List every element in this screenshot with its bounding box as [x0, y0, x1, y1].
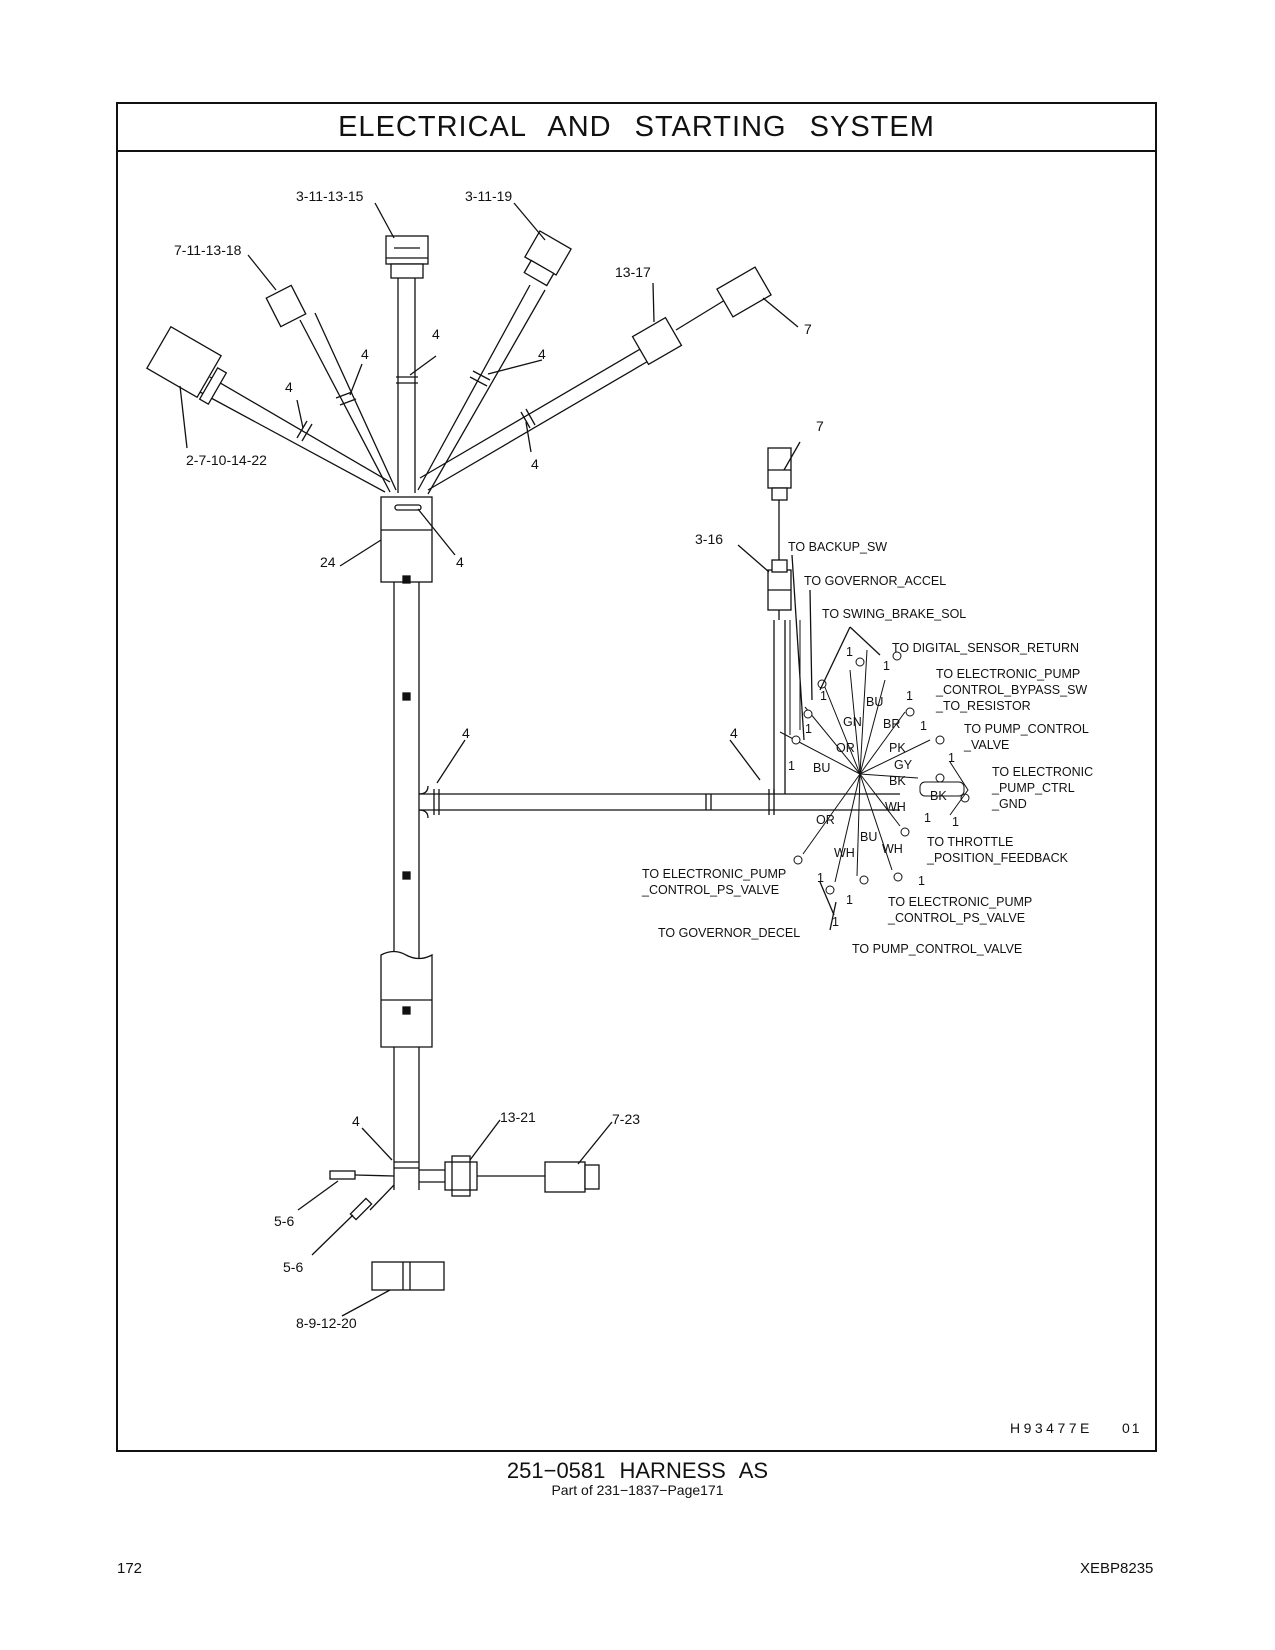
terminal-1: 1 [924, 811, 931, 825]
label-pump-control-valve-bottom: TO PUMP_CONTROL_VALVE [852, 942, 1022, 956]
terminal-1: 1 [832, 915, 839, 929]
terminal-1: 1 [906, 689, 913, 703]
callout-3-11-13-15: 3-11-13-15 [296, 188, 364, 204]
page-number: 172 [117, 1560, 143, 1577]
callout-8-9-12-20: 8-9-12-20 [296, 1315, 357, 1331]
callout-4-center: 4 [432, 326, 440, 342]
wire-color-labels: BU GN BR OR PK BU GY BK BK WH OR BU WH W… [788, 645, 959, 929]
callout-4-branch-right: 4 [730, 725, 738, 741]
label-bypass-sw-3: _TO_RESISTOR [935, 699, 1031, 713]
wire-or-top: OR [836, 741, 855, 755]
wire-or-bottom: OR [816, 813, 835, 827]
callout-7-23: 7-23 [612, 1111, 640, 1127]
wire-gy: GY [894, 758, 913, 772]
diagram-title: ELECTRICAL AND STARTING SYSTEM [118, 104, 1155, 152]
drawing-revision: 01 [1122, 1420, 1142, 1436]
terminal-1: 1 [820, 689, 827, 703]
wire-bu-top: BU [866, 695, 883, 709]
wire-wh-left: WH [834, 846, 855, 860]
callout-4-right: 4 [531, 456, 539, 472]
wire-bk-loop: BK [930, 789, 947, 803]
top-branches [145, 230, 772, 495]
label-pump-control-valve-1: TO PUMP_CONTROL [964, 722, 1089, 736]
label-digital-sensor-return: TO DIGITAL_SENSOR_RETURN [892, 641, 1079, 655]
terminal-1: 1 [846, 645, 853, 659]
wire-gn: GN [843, 715, 862, 729]
wire-pk: PK [889, 741, 906, 755]
terminal-1: 1 [952, 815, 959, 829]
drawing-id: H93477E [1010, 1420, 1093, 1436]
label-governor-accel: TO GOVERNOR_ACCEL [804, 574, 946, 588]
document-code: XEBP8235 [1080, 1560, 1154, 1577]
callout-4-bottom: 4 [352, 1113, 360, 1129]
label-bypass-sw-1: TO ELECTRONIC_PUMP [936, 667, 1080, 681]
callout-labels: 3-11-13-15 3-11-19 7-11-13-18 13-17 7 2-… [174, 188, 824, 1331]
label-throttle-1: TO THROTTLE [927, 835, 1013, 849]
wire-bu-left: BU [813, 761, 830, 775]
wire-wh-right: WH [885, 800, 906, 814]
leader-lines [179, 202, 881, 1317]
diagram-frame: ELECTRICAL AND STARTING SYSTEM [116, 102, 1157, 1452]
callout-3-11-19: 3-11-19 [465, 188, 512, 204]
label-governor-decel: TO GOVERNOR_DECEL [658, 926, 800, 940]
wire-br: BR [883, 717, 900, 731]
wire-bk-main: BK [889, 774, 906, 788]
callout-13-21: 13-21 [500, 1109, 536, 1125]
callout-24: 24 [320, 554, 336, 570]
terminal-1: 1 [920, 719, 927, 733]
terminal-1: 1 [883, 659, 890, 673]
callout-5-6-upper: 5-6 [274, 1213, 294, 1229]
destination-labels: TO BACKUP_SW TO GOVERNOR_ACCEL TO SWING_… [641, 540, 1093, 956]
callout-13-17: 13-17 [615, 264, 651, 280]
wire-fan [779, 620, 970, 895]
bottom-branches [329, 1155, 600, 1291]
label-pump-control-valve-2: _VALVE [963, 738, 1009, 752]
terminal-1: 1 [846, 893, 853, 907]
callout-4-far-left: 4 [285, 379, 293, 395]
callout-3-16: 3-16 [695, 531, 723, 547]
label-swing-brake-sol: TO SWING_BRAKE_SOL [822, 607, 966, 621]
label-ps-valve-right-1: TO ELECTRONIC_PUMP [888, 895, 1032, 909]
caption-subtitle: Part of 231−1837−Page171 [551, 1482, 724, 1498]
callout-7-top: 7 [804, 321, 812, 337]
callout-7-11-13-18: 7-11-13-18 [174, 242, 242, 258]
terminal-1: 1 [805, 722, 812, 736]
label-pump-ctrl-gnd-1: TO ELECTRONIC [992, 765, 1093, 779]
label-backup-sw: TO BACKUP_SW [788, 540, 887, 554]
label-bypass-sw-2: _CONTROL_BYPASS_SW [935, 683, 1087, 697]
terminal-1: 1 [788, 759, 795, 773]
terminal-1: 1 [948, 751, 955, 765]
main-trunk [380, 447, 900, 1190]
label-throttle-2: _POSITION_FEEDBACK [926, 851, 1069, 865]
label-ps-valve-left-2: _CONTROL_PS_VALVE [641, 883, 779, 897]
caption-title: 251−0581 HARNESS AS [506, 1458, 769, 1483]
callout-4-branch-left: 4 [462, 725, 470, 741]
label-pump-ctrl-gnd-2: _PUMP_CTRL [991, 781, 1075, 795]
terminal-1: 1 [817, 871, 824, 885]
callout-4-junction: 4 [456, 554, 464, 570]
label-ps-valve-right-2: _CONTROL_PS_VALVE [887, 911, 1025, 925]
label-ps-valve-left-1: TO ELECTRONIC_PUMP [642, 867, 786, 881]
terminal-1: 1 [918, 874, 925, 888]
callout-5-6-lower: 5-6 [283, 1259, 303, 1275]
wire-wh-bottom: WH [882, 842, 903, 856]
wire-bu-bottom: BU [860, 830, 877, 844]
label-pump-ctrl-gnd-3: _GND [991, 797, 1027, 811]
callout-4-left-upper: 4 [361, 346, 369, 362]
callout-4-right-upper: 4 [538, 346, 546, 362]
callout-7-right: 7 [816, 418, 824, 434]
callout-2-7-10-14-22: 2-7-10-14-22 [186, 452, 267, 468]
